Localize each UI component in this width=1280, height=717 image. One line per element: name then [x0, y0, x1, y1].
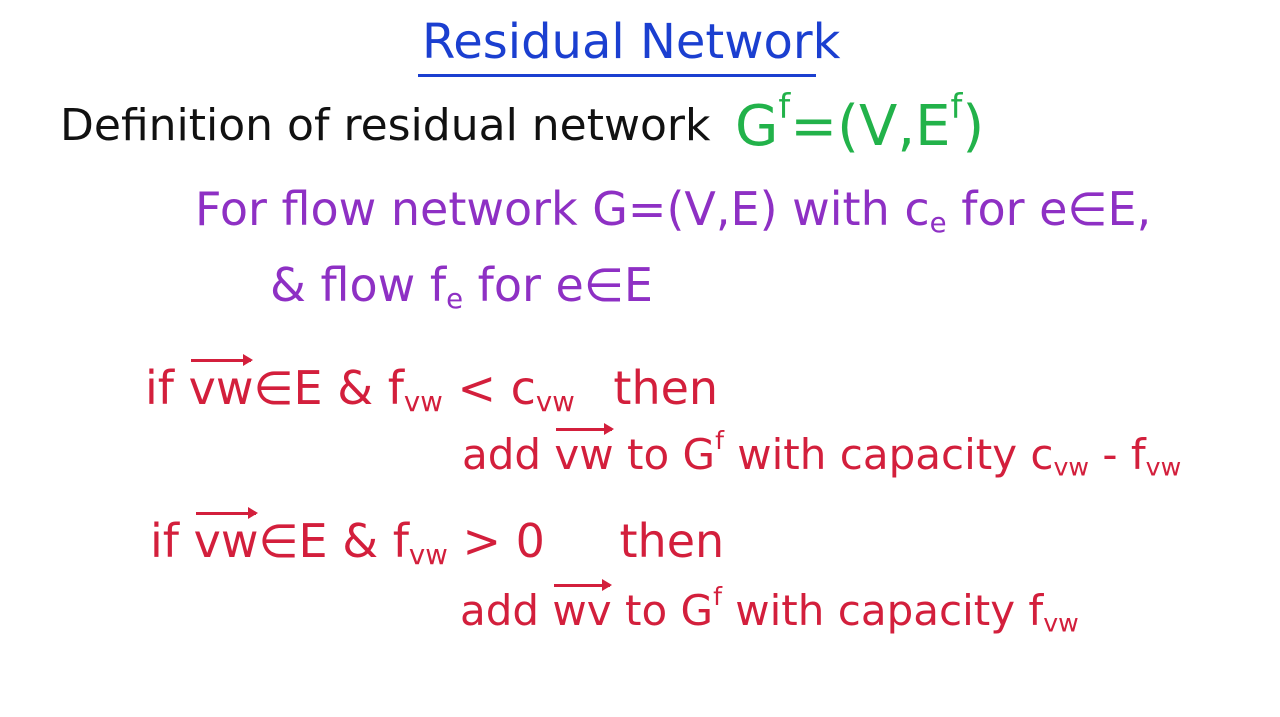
- rule-text: if: [145, 361, 189, 415]
- rule1-action: add vw to Gf with capacity cvw - fvw: [462, 423, 1182, 482]
- rule-sub: vw: [535, 384, 575, 418]
- rule2-condition: if vw∈E & fvw > 0 then: [150, 507, 724, 571]
- rule-sup: f: [715, 426, 724, 455]
- rule-sub: vw: [1043, 608, 1079, 638]
- formula-body: =(V,E: [790, 93, 951, 159]
- rule-text: if: [150, 514, 194, 568]
- rule-text: < c: [442, 361, 536, 415]
- rule-text: with capacity f: [721, 586, 1044, 636]
- rule-text: with capacity c: [723, 430, 1054, 480]
- rule-sup: f: [713, 582, 722, 611]
- edge-vector: vw: [554, 423, 614, 480]
- given-text: for e∈E,: [946, 182, 1152, 236]
- given-text: for e∈E: [463, 258, 653, 312]
- rule-text: ∈E & f: [253, 361, 404, 415]
- rule-text: then: [604, 514, 725, 568]
- rule-text: - f: [1089, 430, 1146, 480]
- rule1-condition: if vw∈E & fvw < cvw then: [145, 354, 718, 418]
- given-line-1: For flow network G=(V,E) with ce for e∈E…: [195, 186, 1151, 236]
- rule-text: add: [462, 430, 555, 480]
- rule-sub: vw: [408, 537, 448, 571]
- rule-text: to G: [611, 586, 714, 636]
- rule-text: ∈E & f: [258, 514, 409, 568]
- rule-sub: vw: [1053, 452, 1090, 482]
- rule2-action: add wv to Gf with capacity fvw: [460, 579, 1079, 638]
- formula-sup-f: f: [778, 87, 791, 126]
- given-text: For flow network G=(V,E) with c: [195, 182, 930, 236]
- edge-vector: vw: [193, 507, 259, 568]
- page-title: Residual Network: [422, 14, 841, 70]
- formula-g: G: [735, 93, 779, 159]
- reverse-edge-vector: wv: [552, 579, 612, 636]
- given-text: & flow f: [270, 258, 447, 312]
- formula-close: ): [962, 93, 985, 159]
- given-sub: e: [929, 205, 947, 239]
- given-line-2: & flow fe for e∈E: [270, 262, 653, 312]
- residual-network-formula: Gf=(V,Ef): [735, 90, 984, 155]
- rule-text: add: [460, 586, 553, 636]
- title-underline: [418, 74, 816, 77]
- rule-sub: vw: [403, 384, 443, 418]
- rule-text: to G: [613, 430, 716, 480]
- definition-label: Definition of residual network: [60, 100, 711, 151]
- rule-text: then: [598, 361, 719, 415]
- given-sub: e: [446, 281, 464, 315]
- rule-text: > 0: [447, 514, 545, 568]
- rule-sub: vw: [1145, 452, 1182, 482]
- edge-vector: vw: [188, 354, 254, 415]
- formula-sup-f2: f: [950, 87, 963, 126]
